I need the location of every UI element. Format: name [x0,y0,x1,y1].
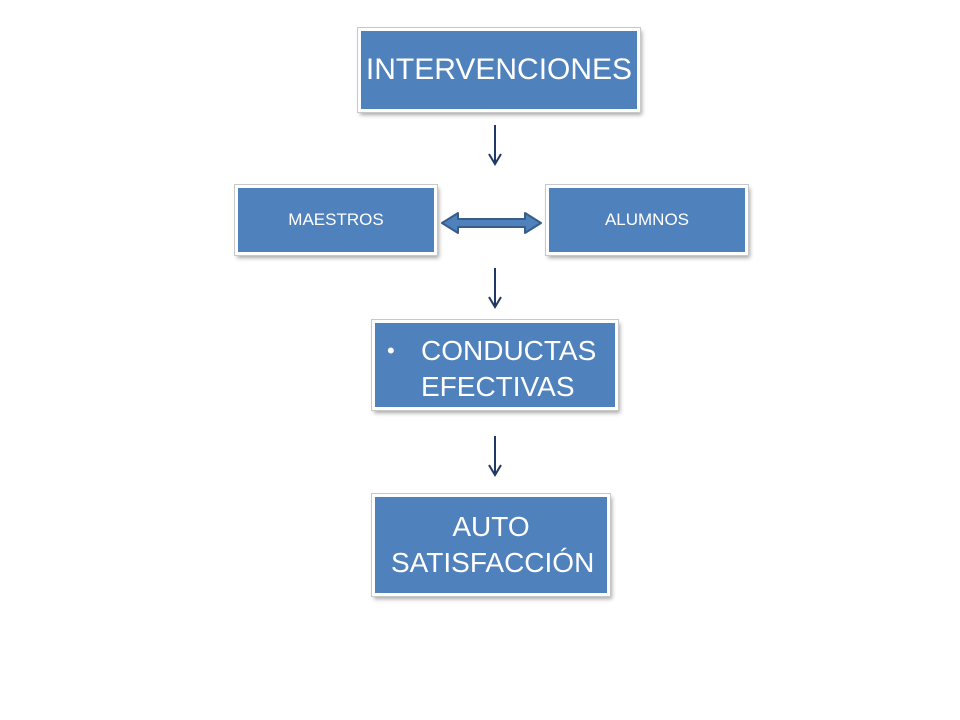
bullet-icon: • [387,338,395,363]
double-arrow [441,212,542,234]
down-arrow-1 [488,125,502,166]
node-alumnos: ALUMNOS [546,185,748,255]
node-conductas-label: CONDUCTAS EFECTIVAS [421,335,597,402]
down-arrow-2 [488,268,502,309]
node-intervenciones-label: INTERVENCIONES [365,53,633,86]
node-conductas-efectivas: • CONDUCTAS EFECTIVAS [372,320,618,410]
node-alumnos-label: ALUMNOS [604,210,690,229]
down-arrow-3 [488,436,502,477]
conductas-list-item: • CONDUCTAS EFECTIVAS [387,333,601,405]
conductas-list: • CONDUCTAS EFECTIVAS [387,333,601,405]
node-maestros: MAESTROS [235,185,437,255]
node-auto-satisfaccion: AUTO SATISFACCIÓN [372,494,610,596]
node-intervenciones: INTERVENCIONES [358,28,640,112]
node-maestros-label: MAESTROS [288,210,384,229]
node-auto-satisfaccion-label: AUTO SATISFACCIÓN [391,511,595,578]
